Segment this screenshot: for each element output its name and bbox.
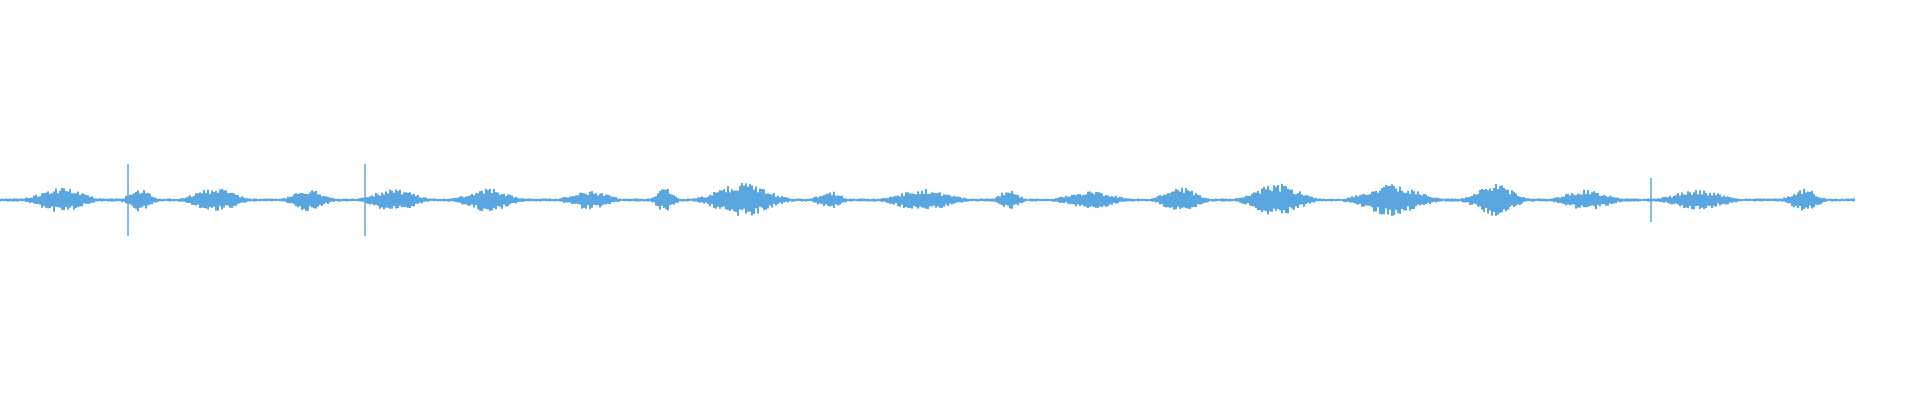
- waveform-spikes: [127, 164, 1652, 236]
- waveform-bars: [0, 182, 1855, 216]
